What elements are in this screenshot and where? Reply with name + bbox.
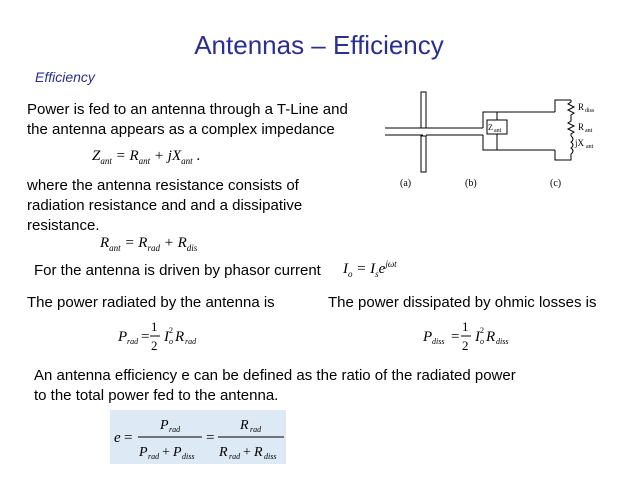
svg-text:=: = xyxy=(206,430,214,446)
svg-text:ant: ant xyxy=(586,144,594,150)
svg-text:R: R xyxy=(253,445,263,460)
svg-text:1: 1 xyxy=(151,319,158,334)
svg-text:diss: diss xyxy=(182,452,194,461)
svg-text:R: R xyxy=(578,102,584,112)
svg-text:rad: rad xyxy=(169,425,181,434)
antenna-circuit-svg: Z ant R diss R ant jX ant (a) (b) (c) xyxy=(385,91,595,189)
svg-text:rad: rad xyxy=(229,452,241,461)
svg-text:rad: rad xyxy=(148,452,160,461)
svg-text:diss: diss xyxy=(496,337,508,346)
svg-text:P: P xyxy=(118,329,127,345)
svg-text:rad: rad xyxy=(127,337,139,346)
paragraph-line: Power is fed to an antenna through a T-L… xyxy=(27,101,348,118)
section-subtitle: Efficiency xyxy=(35,69,95,85)
power-dissipated-formula: P diss = 1 2 I 2 o R diss xyxy=(422,319,508,353)
svg-text:2: 2 xyxy=(151,338,158,353)
equation-resistance: Rant = Rrad + Rdis xyxy=(100,235,198,253)
svg-text:e: e xyxy=(114,430,121,446)
label-b: (b) xyxy=(465,178,477,189)
svg-text:=: = xyxy=(141,329,149,345)
svg-text:2: 2 xyxy=(480,326,484,335)
svg-text:o: o xyxy=(480,337,484,346)
equation-impedance: Zant = Rant + jXant . xyxy=(92,148,201,166)
svg-text:+: + xyxy=(162,445,170,460)
svg-text:I: I xyxy=(474,329,481,345)
svg-text:2: 2 xyxy=(169,326,173,335)
svg-text:=: = xyxy=(124,430,132,446)
paragraph-power-dissipated: The power dissipated by ohmic losses is xyxy=(328,294,597,311)
paragraph-resistance: where the antenna resistance consists of… xyxy=(27,176,302,236)
paragraph-power-radiated: The power radiated by the antenna is xyxy=(27,294,275,311)
equation-power-radiated: P rad = 1 2 I 2 o R rad xyxy=(117,316,228,361)
paragraph-line: radiation resistance and and a dissipati… xyxy=(27,197,303,214)
equation-power-dissipated: P diss = 1 2 I 2 o R diss xyxy=(422,316,533,361)
svg-text:P: P xyxy=(423,329,432,345)
dipole-antenna xyxy=(385,91,427,173)
equation-current: Io = Isejωt xyxy=(343,259,397,279)
svg-text:R: R xyxy=(174,329,184,345)
paragraph-efficiency: An antenna efficiency e can be defined a… xyxy=(34,366,516,406)
svg-text:2: 2 xyxy=(462,338,469,353)
svg-text:diss: diss xyxy=(264,452,276,461)
label-c: (c) xyxy=(550,178,561,189)
efficiency-formula: e = P rad P rad + P diss = R rad R rad +… xyxy=(114,418,284,461)
svg-text:+: + xyxy=(243,445,251,460)
svg-text:R: R xyxy=(485,329,495,345)
svg-text:ant: ant xyxy=(494,128,502,134)
svg-text:=: = xyxy=(451,329,459,345)
svg-text:R: R xyxy=(218,445,228,460)
svg-text:o: o xyxy=(169,337,173,346)
svg-text:jX: jX xyxy=(574,138,585,148)
svg-text:P: P xyxy=(159,418,169,433)
svg-text:I: I xyxy=(163,329,170,345)
efficiency-formula-box: e = P rad P rad + P diss = R rad R rad +… xyxy=(110,410,286,464)
svg-text:1: 1 xyxy=(462,319,469,334)
paragraph-line: to the total power fed to the antenna. xyxy=(34,387,279,404)
svg-text:diss: diss xyxy=(585,108,595,114)
svg-text:ant: ant xyxy=(585,128,593,134)
svg-text:R: R xyxy=(578,122,584,132)
svg-text:R: R xyxy=(239,418,249,433)
antenna-circuit-diagram: Z ant R diss R ant jX ant (a) (b) (c) xyxy=(385,88,615,203)
svg-text:rad: rad xyxy=(250,425,262,434)
slide-title: Antennas – Efficiency xyxy=(194,30,444,60)
paragraph-line: where the antenna resistance consists of xyxy=(27,177,299,194)
power-radiated-formula: P rad = 1 2 I 2 o R rad xyxy=(117,319,197,353)
paragraph-line: An antenna efficiency e can be defined a… xyxy=(34,367,516,384)
paragraph-current: For the antenna is driven by phasor curr… xyxy=(34,262,321,279)
svg-text:rad: rad xyxy=(185,337,197,346)
label-a: (a) xyxy=(400,178,411,189)
svg-text:P: P xyxy=(138,445,148,460)
paragraph-impedance: Power is fed to an antenna through a T-L… xyxy=(27,100,348,140)
paragraph-line: the antenna appears as a complex impedan… xyxy=(27,121,335,138)
svg-text:P: P xyxy=(172,445,182,460)
svg-text:Z: Z xyxy=(488,123,493,132)
impedance-model: Z ant xyxy=(426,111,508,151)
series-rl-model: R diss R ant jX ant xyxy=(497,99,595,161)
paragraph-line: resistance. xyxy=(27,217,100,234)
svg-text:diss: diss xyxy=(432,337,444,346)
